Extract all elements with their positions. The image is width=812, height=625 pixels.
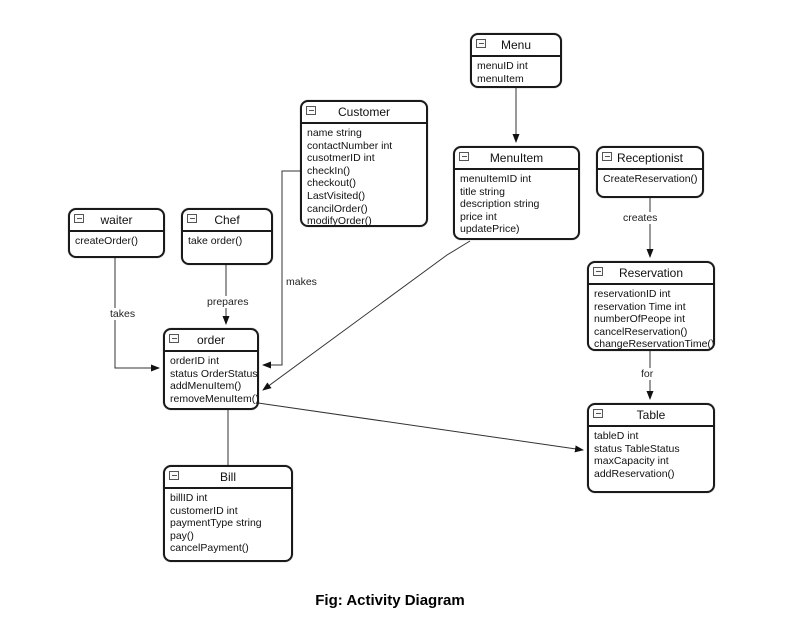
edge-label-creates: creates (621, 212, 660, 224)
collapse-icon[interactable] (602, 152, 612, 161)
class-title: Menu (500, 38, 532, 52)
class-menu-body: menuID int menuItem (472, 57, 560, 86)
class-bill-header: Bill (165, 467, 291, 489)
class-title: Receptionist (616, 151, 684, 165)
collapse-icon[interactable] (187, 214, 197, 223)
class-bill[interactable]: Bill billID int customerID int paymentTy… (163, 465, 293, 562)
figure-caption: Fig: Activity Diagram (315, 592, 465, 609)
class-member: tableD int (594, 430, 639, 442)
class-reservation-body: reservationID int reservation Time int n… (589, 285, 715, 351)
class-member: description string (460, 198, 540, 211)
class-member: LastVisited() (307, 189, 366, 202)
collapse-icon[interactable] (306, 106, 316, 115)
class-member: customerID int (170, 504, 238, 517)
class-menuitem-header: MenuItem (455, 148, 578, 170)
edge-customer-order (262, 170, 300, 369)
class-customer-header: Customer (302, 102, 426, 124)
collapse-icon[interactable] (593, 267, 603, 276)
class-member: cancelReservation() (594, 325, 688, 338)
class-table[interactable]: Table tableD int status TableStatus maxC… (587, 403, 715, 493)
class-member: addReservation() (594, 467, 675, 480)
class-reservation[interactable]: Reservation reservationID int reservatio… (587, 261, 715, 351)
class-waiter-header: waiter (70, 210, 163, 232)
class-member: reservation Time int (594, 300, 686, 313)
class-receptionist-header: Receptionist (598, 148, 702, 170)
class-menuitem[interactable]: MenuItem menuItemID int title string des… (453, 146, 580, 240)
edge-label-makes: makes (284, 276, 319, 288)
class-member: billID int (170, 492, 208, 504)
collapse-icon[interactable] (593, 409, 603, 418)
class-reservation-header: Reservation (589, 263, 713, 285)
class-member: title string (460, 185, 505, 198)
class-member: checkIn() (307, 164, 351, 177)
class-customer[interactable]: Customer name string contactNumber int c… (300, 100, 428, 227)
class-customer-body: name string contactNumber int cusotmerID… (302, 124, 426, 227)
class-waiter[interactable]: waiter createOrder() (68, 208, 165, 258)
class-title: Customer (337, 105, 390, 119)
class-member: status OrderStatus (170, 367, 258, 380)
class-member: pay() (170, 529, 194, 542)
class-member: name string (307, 127, 362, 139)
class-title: waiter (100, 213, 133, 227)
class-title: Table (636, 408, 666, 422)
collapse-icon[interactable] (169, 471, 179, 480)
class-member: removeMenuItem() (170, 392, 259, 405)
class-member: status TableStatus (594, 442, 680, 455)
class-receptionist[interactable]: Receptionist CreateReservation() (596, 146, 704, 198)
edge-menuitem-order (262, 240, 471, 391)
class-member: CreateReservation() (603, 173, 698, 185)
class-title: Reservation (618, 266, 684, 280)
class-member: maxCapacity int (594, 455, 669, 468)
edge-label-for: for (639, 368, 656, 380)
class-title: order (196, 333, 225, 347)
collapse-icon[interactable] (459, 152, 469, 161)
class-menu-header: Menu (472, 35, 560, 57)
class-title: Chef (214, 213, 240, 227)
class-waiter-body: createOrder() (70, 232, 163, 250)
class-menu[interactable]: Menu menuID int menuItem (470, 33, 562, 88)
collapse-icon[interactable] (74, 214, 84, 223)
class-member: paymentType string (170, 517, 262, 530)
class-title: MenuItem (489, 151, 544, 165)
class-member: menuID int (477, 60, 528, 72)
class-member: cancelPayment() (170, 542, 249, 555)
class-member: menuItem (477, 72, 524, 85)
class-member: updatePrice) (460, 223, 520, 236)
class-member: price int (460, 210, 497, 223)
class-member: numberOfPeope int (594, 313, 686, 326)
class-order-header: order (165, 330, 257, 352)
class-title: Bill (219, 470, 236, 484)
class-member: createOrder() (75, 235, 139, 247)
edge-order-table (257, 402, 584, 453)
class-member: reservationID int (594, 288, 671, 300)
class-order-body: orderID int status OrderStatus addMenuIt… (165, 352, 257, 407)
class-order[interactable]: order orderID int status OrderStatus add… (163, 328, 259, 410)
class-member: cusotmerID int (307, 152, 375, 165)
class-member: modifyOrder() (307, 215, 372, 227)
class-member: addMenuItem() (170, 380, 242, 393)
class-menuitem-body: menuItemID int title string description … (455, 170, 578, 238)
class-member: checkout() (307, 177, 357, 190)
edge-label-prepares: prepares (205, 296, 251, 308)
class-member: contactNumber int (307, 139, 393, 152)
class-member: orderID int (170, 355, 220, 367)
class-table-body: tableD int status TableStatus maxCapacit… (589, 427, 713, 482)
class-member: menuItemID int (460, 173, 532, 185)
collapse-icon[interactable] (169, 334, 179, 343)
edge-label-takes: takes (108, 308, 138, 320)
class-member: cancilOrder() (307, 202, 368, 215)
class-chef-header: Chef (183, 210, 271, 232)
class-chef[interactable]: Chef take order() (181, 208, 273, 265)
class-member: take order() (188, 235, 243, 247)
class-bill-body: billID int customerID int paymentType st… (165, 489, 291, 557)
class-receptionist-body: CreateReservation() (598, 170, 702, 188)
class-chef-body: take order() (183, 232, 271, 250)
class-member: changeReservationTime() (594, 338, 715, 351)
class-table-header: Table (589, 405, 713, 427)
collapse-icon[interactable] (476, 39, 486, 48)
